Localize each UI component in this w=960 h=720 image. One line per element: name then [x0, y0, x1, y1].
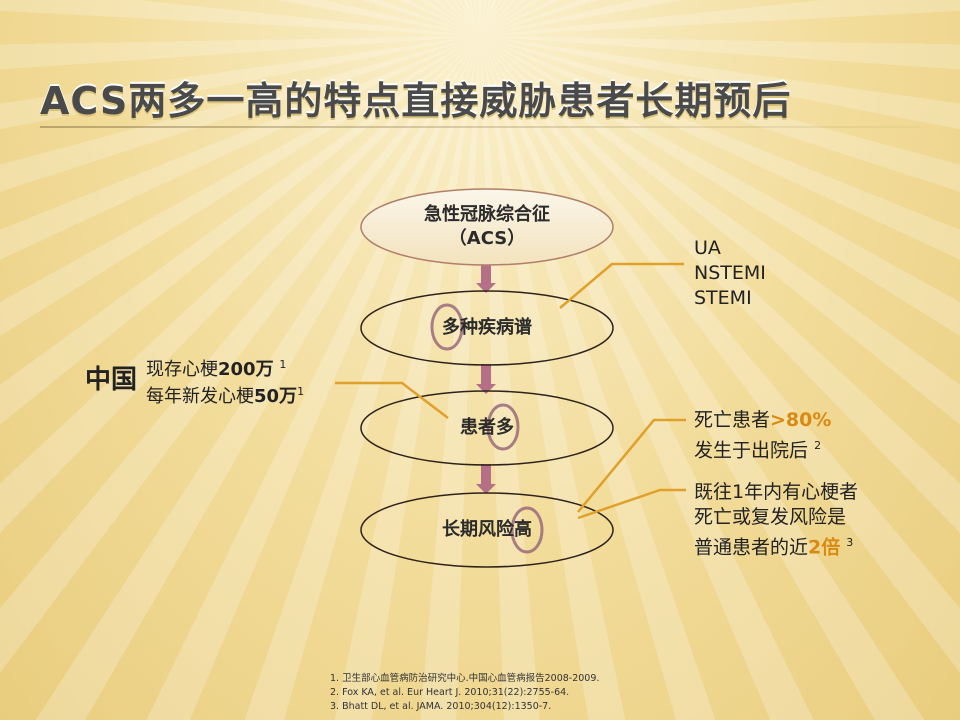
risk-line3: 普通患者的近2倍 3 [694, 530, 858, 560]
reference-2: 2. Fox KA, et al. Eur Heart J. 2010;31(2… [330, 687, 570, 698]
new-mi-prefix: 每年新发心梗 [146, 386, 254, 407]
risk-line1: 既往1年内有心梗者 [694, 481, 859, 503]
ring-risk [510, 506, 544, 554]
new-mi-ref: 1 [297, 385, 305, 398]
ring-spectrum [430, 303, 464, 351]
existing-mi-value: 200万 [218, 359, 274, 380]
arrowhead-2 [476, 384, 496, 394]
china-label: 中国 [85, 365, 138, 395]
death-after-discharge: 发生于出院后 [694, 439, 809, 462]
risk-line2: 死亡或复发风险是 [694, 506, 847, 528]
china-stat-existing: 现存心梗200万 1 [146, 354, 304, 381]
death-line2: 发生于出院后 2 [694, 433, 831, 463]
china-stat-new: 每年新发心梗50万1 [146, 381, 304, 408]
acs-node-line1: 急性冠脉综合征 [424, 204, 550, 225]
callout-lines [335, 262, 686, 520]
risk-prefix: 普通患者的近 [694, 536, 809, 559]
reference-3: 3. Bhatt DL, et al. JAMA. 2010;304(12):1… [330, 701, 552, 712]
acs-type-nstemi: NSTEMI [694, 262, 766, 284]
callout-acs-types [559, 262, 684, 309]
risk-node-label: 长期风险高 [442, 519, 532, 540]
acs-type-ua: UA [694, 237, 721, 259]
acs-types-list: UA NSTEMI STEMI [694, 236, 766, 311]
acs-node-line2: （ACS） [448, 228, 526, 249]
arrowhead-3 [476, 484, 496, 494]
patients-ellipse [360, 390, 614, 466]
death-stats: 死亡患者>80% 发生于出院后 2 [694, 408, 831, 463]
arrow-3 [481, 464, 491, 486]
acs-ellipse [360, 188, 614, 266]
down-arrows [476, 263, 496, 494]
death-prefix: 死亡患者 [694, 409, 771, 431]
callout-risk [577, 488, 686, 520]
china-stats: 现存心梗200万 1 每年新发心梗50万1 [146, 354, 304, 408]
arrowhead-1 [476, 283, 496, 293]
risk-ref: 3 [846, 536, 854, 549]
callout-china [335, 381, 449, 419]
highlight-rings [430, 303, 544, 554]
title-divider [40, 126, 920, 128]
ring-patients [486, 403, 520, 451]
reference-1: 1. 卫生部心血管病防治研究中心.中国心血管病报告2008-2009. [330, 673, 600, 684]
patients-node-label: 患者多 [460, 417, 514, 438]
risk-value: 2倍 [808, 536, 841, 559]
risk-stats: 既往1年内有心梗者 死亡或复发风险是 普通患者的近2倍 3 [694, 480, 858, 560]
new-mi-value: 50万 [254, 386, 298, 407]
arrow-2 [481, 364, 491, 386]
death-value: >80% [770, 409, 832, 431]
acs-type-stemi: STEMI [694, 287, 752, 309]
risk-ellipse [360, 492, 614, 568]
arrow-1 [481, 263, 491, 285]
slide-title: ACS两多一高的特点直接威胁患者长期预后 [40, 79, 792, 123]
spectrum-node-label: 多种疾病谱 [442, 317, 532, 338]
acs-node-label: 急性冠脉综合征 （ACS） [387, 203, 587, 251]
death-ref: 2 [814, 439, 822, 452]
existing-mi-prefix: 现存心梗 [146, 359, 218, 380]
death-line1: 死亡患者>80% [694, 408, 831, 433]
references: 1. 卫生部心血管病防治研究中心.中国心血管病报告2008-2009. 2. F… [330, 672, 599, 714]
existing-mi-ref: 1 [279, 358, 287, 371]
callout-death [577, 418, 686, 513]
spectrum-ellipse [360, 290, 614, 366]
